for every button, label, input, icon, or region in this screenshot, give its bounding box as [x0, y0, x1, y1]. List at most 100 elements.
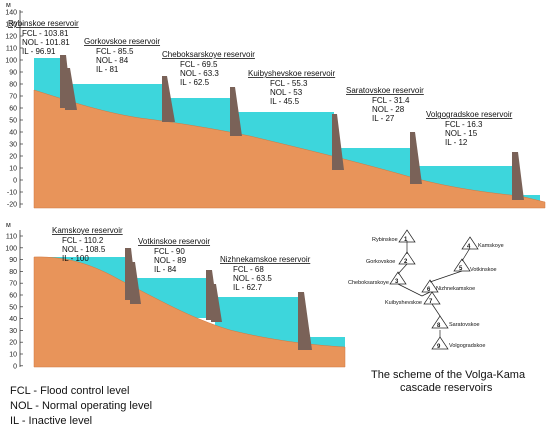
scheme-label-votkinskoe: Votkinskoe — [470, 267, 497, 273]
bottom-y-tick-label: 50 — [9, 304, 17, 311]
cascade-scheme-labels: 1 2 3 4 5 6 7 8 9 Rybinskoe Gorkovskoe C… — [348, 237, 526, 394]
bottom-y-tick-label: 30 — [9, 328, 17, 335]
scheme-node-1 — [398, 229, 416, 243]
scheme-node-9 — [431, 336, 449, 350]
kuibyshevskoe-fcl: FCL - 55.3 — [270, 79, 308, 88]
scheme-link-6-7 — [421, 291, 431, 297]
scheme-node-3 — [389, 271, 407, 285]
volgogradskoe-fcl: FCL - 16.3 — [445, 120, 483, 129]
dam-votkinskoe-2 — [211, 284, 222, 322]
dam-kuibyshevskoe — [332, 114, 344, 170]
volga-dams — [60, 55, 524, 200]
bottom-y-tick-label: 80 — [9, 269, 17, 276]
kuibyshevskoe-il: IL - 45.5 — [270, 97, 300, 106]
kamskoye-label: Kamskoye reservoir FCL - 110.2 NOL - 108… — [52, 226, 123, 263]
top-y-tick-label: 110 — [6, 46, 17, 53]
cheboksarskoye-il: IL - 62.5 — [180, 78, 210, 87]
dam-kamskoye-2 — [130, 262, 141, 304]
kama-riverbed-ground — [33, 256, 346, 368]
top-y-tick-label: 140 — [5, 10, 17, 17]
rybinskoe-fcl: FCL - 103.81 — [22, 29, 69, 38]
top-y-tick-label: 20 — [9, 154, 17, 161]
nizhnekamskoe-nol: NOL - 63.5 — [233, 274, 272, 283]
bottom-y-tick-label: 40 — [9, 316, 17, 323]
scheme-label-kamskoye: Kamskoye — [478, 243, 504, 249]
kama-dams — [125, 248, 312, 350]
top-y-tick-label: 70 — [9, 94, 17, 101]
bottom-y-tick-label: 100 — [5, 245, 17, 252]
legend-nol: NOL - Normal operating level — [10, 400, 152, 412]
dam-rybinskoe-2 — [65, 68, 77, 110]
nizhnekamskoe-label: Nizhnekamskoe reservoir FCL - 68 NOL - 6… — [220, 255, 311, 292]
cheboksarskoye-label: Cheboksarskoye reservoir FCL - 69.5 NOL … — [162, 50, 255, 87]
kamskoye-name: Kamskoye reservoir — [52, 226, 123, 235]
rybinskoe-name: Rybinskoe reservoir — [8, 19, 79, 28]
scheme-label-cheboksarskoye: Cheboksarskoye — [348, 280, 389, 286]
bottom-y-tick-label: 110 — [6, 234, 17, 241]
scheme-node-4 — [461, 236, 479, 250]
scheme-label-nizhnekamskoe: Nizhnekamskoe — [436, 286, 475, 292]
top-y-tick-label: -10 — [7, 190, 17, 197]
bottom-y-tick-label: 20 — [9, 340, 17, 347]
scheme-num-6: 6 — [427, 287, 431, 293]
bottom-y-tick-label: 0 — [13, 363, 17, 370]
dam-volgogradskoe — [512, 152, 524, 200]
bottom-y-tick-label: 70 — [9, 281, 17, 288]
scheme-link-3-7 — [397, 283, 423, 297]
votkinskoe-nol: NOL - 89 — [154, 256, 187, 265]
scheme-label-kuibyshevskoe: Kuibyshevskoe — [385, 300, 422, 306]
kamskoye-nol: NOL - 108.5 — [62, 245, 106, 254]
nizhnekamskoe-il: IL - 62.7 — [233, 283, 263, 292]
volga-riverbed-ground — [33, 89, 546, 209]
rybinskoe-label: Rybinskoe reservoir FCL - 103.81 NOL - 1… — [8, 19, 79, 56]
scheme-num-9: 9 — [437, 344, 441, 350]
gorkovskoe-fcl: FCL - 85.5 — [96, 47, 134, 56]
kuibyshevskoe-nol: NOL - 53 — [270, 88, 303, 97]
cheboksarskoye-nol: NOL - 63.3 — [180, 69, 219, 78]
top-y-tick-label: 100 — [5, 58, 17, 65]
scheme-title-line2: cascade reservoirs — [400, 382, 493, 394]
scheme-label-rybinskoe: Rybinskoe — [372, 237, 398, 243]
volgogradskoe-label: Volgogradskoe reservoir FCL - 16.3 NOL -… — [426, 110, 513, 147]
votkinskoe-il: IL - 84 — [154, 265, 177, 274]
scheme-num-2: 2 — [404, 259, 408, 265]
nizhnekamskoe-name: Nizhnekamskoe reservoir — [220, 255, 311, 264]
bottom-y-tick-label: 60 — [9, 293, 17, 300]
saratovskoe-label: Saratovskoe reservoir FCL - 31.4 NOL - 2… — [346, 86, 424, 123]
top-y-tick-label: 50 — [9, 118, 17, 125]
top-y-tick-label: 30 — [9, 142, 17, 149]
cascade-scheme — [389, 229, 479, 350]
top-y-tick-label: 60 — [9, 106, 17, 113]
top-y-tick-label: -20 — [7, 202, 17, 209]
votkinskoe-fcl: FCL - 90 — [154, 247, 185, 256]
scheme-link-4-5 — [461, 247, 471, 262]
scheme-node-2 — [398, 251, 416, 265]
scheme-link-7-8 — [431, 303, 441, 317]
scheme-node-8 — [431, 315, 449, 329]
cheboksarskoye-fcl: FCL - 69.5 — [180, 60, 218, 69]
votkinskoe-name: Votkinskoe reservoir — [138, 237, 210, 246]
cheboksarskoye-name: Cheboksarskoye reservoir — [162, 50, 255, 59]
legend-fcl: FCL - Flood control level — [10, 385, 129, 397]
volgogradskoe-name: Volgogradskoe reservoir — [426, 110, 513, 119]
gorkovskoe-label: Gorkovskoe reservoir FCL - 85.5 NOL - 84… — [84, 37, 160, 74]
top-y-tick-label: 120 — [5, 34, 17, 41]
gorkovskoe-nol: NOL - 84 — [96, 56, 129, 65]
scheme-link-2-3 — [397, 263, 408, 275]
scheme-label-gorkovskoe: Gorkovskoe — [366, 259, 395, 265]
saratovskoe-fcl: FCL - 31.4 — [372, 96, 410, 105]
kuibyshevskoe-name: Kuibyshevskoe reservoir — [248, 69, 335, 78]
scheme-node-6 — [421, 279, 439, 293]
dam-gorkovskoe — [162, 76, 175, 122]
bottom-y-tick-label: 10 — [9, 352, 17, 359]
top-y-tick-label: 40 — [9, 130, 17, 137]
bottom-axis-unit: м — [6, 222, 11, 229]
scheme-num-1: 1 — [404, 237, 408, 243]
votkinskoe-label: Votkinskoe reservoir FCL - 90 NOL - 89 I… — [138, 237, 210, 274]
volgogradskoe-il: IL - 12 — [445, 138, 468, 147]
dam-saratovskoe — [410, 132, 422, 184]
scheme-num-7: 7 — [429, 299, 433, 305]
top-y-tick-label: 10 — [9, 166, 17, 173]
